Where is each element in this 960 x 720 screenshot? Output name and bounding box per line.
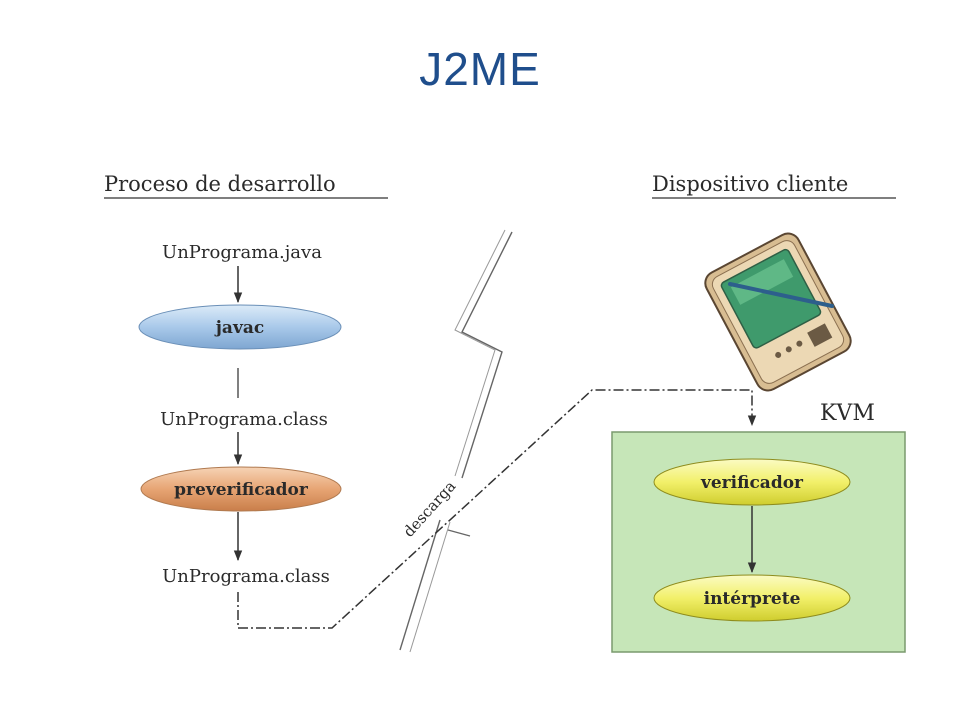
left-heading: Proceso de desarrollo xyxy=(104,172,336,196)
right-heading: Dispositivo cliente xyxy=(652,172,848,196)
class-file-1-label: UnPrograma.class xyxy=(160,409,328,430)
pda-device-icon xyxy=(704,232,852,392)
source-file-label: UnPrograma.java xyxy=(162,242,322,263)
interpreter-node xyxy=(653,574,851,622)
kvm-label: KVM xyxy=(820,401,875,426)
network-break-bottom-shadow xyxy=(409,521,451,653)
class-file-2-label: UnPrograma.class xyxy=(162,566,330,587)
network-break-bottom xyxy=(399,519,441,651)
javac-node xyxy=(138,304,342,350)
slide-title: J2ME xyxy=(419,43,541,95)
network-break-top-shadow xyxy=(454,229,506,477)
interpreter-label: intérprete xyxy=(704,589,801,609)
network-break-mid xyxy=(447,529,471,537)
verifier-label: verificador xyxy=(700,473,804,493)
javac-label: javac xyxy=(214,318,264,338)
preverifier-node xyxy=(140,466,342,512)
download-path xyxy=(237,389,757,629)
verifier-node xyxy=(653,458,851,506)
preverifier-label: preverificador xyxy=(174,480,309,500)
network-break-top xyxy=(461,231,513,479)
stylus-icon xyxy=(728,282,834,308)
